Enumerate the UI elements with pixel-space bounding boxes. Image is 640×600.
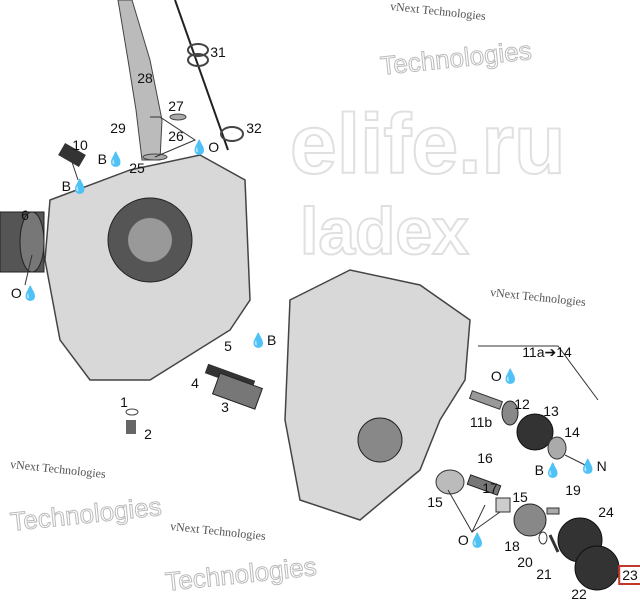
- highlighted-part-label[interactable]: 23: [618, 565, 640, 585]
- washer-1: [125, 408, 139, 416]
- part-label[interactable]: 14: [564, 424, 580, 440]
- part-label[interactable]: 28: [137, 70, 153, 86]
- part-label[interactable]: 22: [571, 586, 587, 600]
- oil-filter-end: [19, 211, 45, 273]
- pump-cover-18: [513, 503, 547, 537]
- part-label[interactable]: 27: [168, 98, 184, 114]
- o-ring-27: [169, 113, 187, 121]
- strainer-3: [211, 372, 264, 410]
- part-label[interactable]: 18: [504, 538, 520, 554]
- part-label[interactable]: 19: [565, 482, 581, 498]
- part-label[interactable]: 1: [120, 394, 128, 410]
- gear-22: [574, 545, 620, 591]
- cylinder-bore-inner: [128, 218, 172, 262]
- shaft-17: [466, 474, 502, 496]
- part-label[interactable]: 10: [72, 137, 88, 153]
- part-label[interactable]: 26: [168, 128, 184, 144]
- part-range-label[interactable]: 11a➔14: [522, 344, 572, 360]
- o-ring-31: [187, 43, 209, 57]
- lubricant-note: B💧: [97, 151, 125, 167]
- part-label[interactable]: 29: [110, 120, 126, 136]
- pin-21: [548, 534, 560, 553]
- part-label[interactable]: 13: [543, 403, 559, 419]
- sensor-10: [58, 142, 86, 168]
- lubricant-note: B💧: [534, 462, 562, 478]
- part-label[interactable]: 3: [221, 399, 229, 415]
- lubricant-note: O💧: [10, 285, 40, 301]
- part-label[interactable]: 15: [427, 494, 443, 510]
- lubricant-note: O💧: [457, 532, 487, 548]
- screw-19: [546, 507, 560, 515]
- part-label[interactable]: 31: [210, 44, 226, 60]
- part-label[interactable]: 17: [482, 480, 498, 496]
- rotor-15b: [495, 497, 511, 513]
- lubricant-note: 💧N: [579, 458, 607, 474]
- part-label[interactable]: 4: [191, 375, 199, 391]
- site-watermark: ladex: [299, 194, 470, 268]
- bearing-12: [501, 400, 519, 426]
- o-ring-31b: [187, 53, 209, 67]
- drain-plug-2: [126, 420, 136, 434]
- part-label[interactable]: 5: [224, 338, 232, 354]
- gear-13: [516, 413, 554, 451]
- part-label[interactable]: 25: [129, 160, 145, 176]
- part-label[interactable]: 16: [477, 450, 493, 466]
- part-label[interactable]: 15: [512, 489, 528, 505]
- shaft-11b: [468, 390, 504, 410]
- o-ring-32: [220, 126, 244, 142]
- crankcase-right: [284, 269, 471, 521]
- part-label[interactable]: 11b: [469, 414, 493, 430]
- dipstick: [174, 0, 229, 151]
- part-label[interactable]: 12: [514, 396, 530, 412]
- oil-pump-rotor-15: [435, 469, 465, 495]
- leader-lines: [24, 116, 599, 534]
- bearing-14: [547, 436, 567, 460]
- lubricant-note: 💧B: [249, 332, 277, 348]
- part-label[interactable]: 6: [21, 207, 29, 223]
- part-label[interactable]: 32: [246, 120, 262, 136]
- crankcase-bearing-seat: [357, 417, 403, 463]
- site-watermark: elife.ru: [289, 97, 566, 191]
- part-label[interactable]: 24: [598, 504, 614, 520]
- o-ring-20: [538, 531, 548, 545]
- leader-line: [564, 454, 586, 466]
- part-label[interactable]: 2: [144, 426, 152, 442]
- part-label[interactable]: 21: [536, 566, 552, 582]
- lubricant-note: 💧O: [190, 139, 220, 155]
- part-label[interactable]: 20: [517, 554, 533, 570]
- lubricant-note: O💧: [490, 368, 520, 384]
- lubricant-note: B💧: [61, 178, 89, 194]
